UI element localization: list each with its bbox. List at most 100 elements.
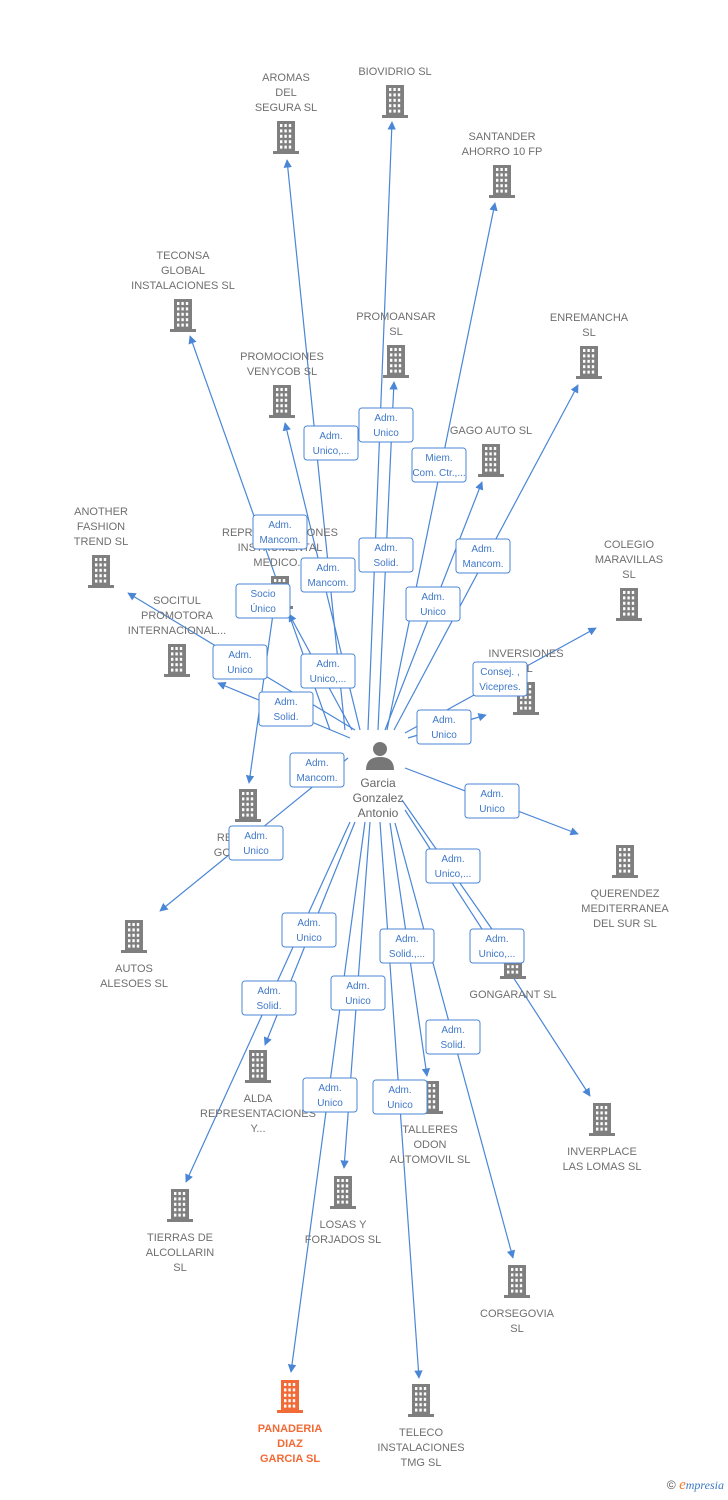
edge-label-inverplace[interactable]: Adm.Unico,... — [469, 928, 525, 964]
edge-label-text: Unico,... — [313, 446, 350, 457]
company-node-corsegovia[interactable]: CORSEGOVIA SL — [480, 1265, 555, 1335]
edge-label-text: Adm. — [228, 650, 251, 661]
building-icon — [167, 1189, 193, 1222]
company-label: PROMOANSAR — [356, 311, 436, 323]
edge-label-text: Adm. — [318, 1083, 341, 1094]
company-label: INSTALACIONES SL — [131, 280, 235, 292]
company-label: AUTOS — [115, 963, 153, 975]
edge-label-box — [300, 653, 356, 689]
edge-label-querendez[interactable]: Adm.Unico — [464, 783, 520, 819]
edge-label-box — [235, 583, 291, 619]
edge-label-colegio[interactable]: Consej. ,Vicepres. — [472, 661, 528, 697]
edge-label-text: Solid.,... — [389, 949, 425, 960]
edge-label-aromas[interactable]: Adm.Unico,... — [303, 425, 359, 461]
edge-label-text: Socio — [250, 589, 275, 600]
company-node-socitul[interactable]: SOCITULPROMOTORAINTERNACIONAL... — [128, 595, 226, 677]
building-icon — [121, 920, 147, 953]
edge-label-corsegovia[interactable]: Adm.Solid. — [425, 1019, 481, 1055]
company-label: ALCOLLARIN — [146, 1247, 215, 1259]
company-node-biovidrio[interactable]: BIOVIDRIO SL — [358, 66, 432, 118]
edge-label-losas[interactable]: Adm.Unico — [330, 975, 386, 1011]
person-name: Garcia — [360, 776, 396, 790]
company-label: MEDITERRANEA — [581, 903, 669, 915]
edge-label-text: Unico — [387, 1100, 413, 1111]
edge-label-box — [281, 912, 337, 948]
edge-label-box — [464, 783, 520, 819]
building-icon — [277, 1380, 303, 1413]
company-label: MEDICO... — [253, 557, 306, 569]
edge-label-santander[interactable]: Miem.Com. Ctr.,... — [411, 447, 467, 483]
edge-label-instrumental[interactable]: Adm.Unico,... — [300, 653, 356, 689]
company-node-alda[interactable]: ALDAREPRESENTACIONESY... — [200, 1050, 316, 1135]
brand-logo-e: e — [679, 1477, 686, 1493]
company-label: BIOVIDRIO SL — [358, 66, 431, 78]
company-label: INSTALACIONES — [377, 1442, 464, 1454]
company-label: SANTANDER — [468, 131, 535, 143]
company-label: CORSEGOVIA — [480, 1308, 555, 1320]
edge-label-socitul[interactable]: Adm.Solid. — [258, 691, 314, 727]
edge-label-teleco[interactable]: Adm.Unico — [372, 1079, 428, 1115]
edge-label-inversiones[interactable]: Adm.Unico — [416, 709, 472, 745]
edge-label-talleres[interactable]: Adm.Solid.,... — [379, 928, 435, 964]
company-label: GLOBAL — [161, 265, 205, 277]
edge-label-tierras[interactable]: Adm.Unico — [281, 912, 337, 948]
edge-label-text: Único — [250, 602, 276, 615]
company-label: AUTOMOVIL SL — [390, 1154, 471, 1166]
building-icon — [408, 1384, 434, 1417]
company-label: TMG SL — [401, 1457, 442, 1469]
edge-label-teconsa[interactable]: Adm.Mancom. — [252, 514, 308, 550]
brand-watermark: © empresia — [667, 1477, 724, 1494]
company-label: ENREMANCHA — [550, 312, 629, 324]
edge-label-venycob[interactable]: Adm.Mancom. — [300, 557, 356, 593]
edge-label-text: Consej. , — [480, 667, 519, 678]
edge-label-alda[interactable]: Adm.Solid. — [241, 980, 297, 1016]
company-node-promoansar[interactable]: PROMOANSAR SL — [356, 311, 436, 378]
edge-label-box — [372, 1079, 428, 1115]
building-icon — [616, 588, 642, 621]
company-label: SL — [389, 326, 402, 338]
edge-label-renta-overlap[interactable]: Adm.Unico — [228, 825, 284, 861]
edge-label-box — [469, 928, 525, 964]
edge-label-text: Adm. — [268, 520, 291, 531]
edge-label-text: Unico — [227, 665, 253, 676]
building-icon — [478, 444, 504, 477]
building-icon — [383, 345, 409, 378]
edge-label-promoansar[interactable]: Adm.Solid. — [358, 537, 414, 573]
edge-label-gongarant[interactable]: Adm.Unico,... — [425, 848, 481, 884]
company-label: DEL — [275, 87, 296, 99]
edge-label-another[interactable]: Adm. Unico — [212, 644, 268, 680]
edge-label-enremancha[interactable]: Adm.Mancom. — [455, 538, 511, 574]
company-label: SL — [510, 1323, 523, 1335]
edge-label-text: Adm. — [244, 831, 267, 842]
edge-label-box — [472, 661, 528, 697]
edge-label-text: Solid. — [273, 712, 298, 723]
company-label: GARCIA SL — [260, 1453, 320, 1465]
company-node-gago[interactable]: GAGO AUTO SL — [450, 425, 532, 477]
edge-label-biovidrio[interactable]: Adm.Unico — [358, 407, 414, 443]
building-icon — [489, 165, 515, 198]
edge-label-panaderia[interactable]: Adm.Unico — [302, 1077, 358, 1113]
company-label: Y... — [250, 1123, 265, 1135]
company-label: VENYCOB SL — [247, 366, 317, 378]
edge-label-autos[interactable]: Adm.Mancom. — [289, 752, 345, 788]
edge-label-text: Unico — [345, 996, 371, 1007]
edge-label-gago[interactable]: Adm.Unico — [405, 586, 461, 622]
edge-label-text: Adm. — [316, 563, 339, 574]
company-label: INVERSIONES — [488, 648, 563, 660]
